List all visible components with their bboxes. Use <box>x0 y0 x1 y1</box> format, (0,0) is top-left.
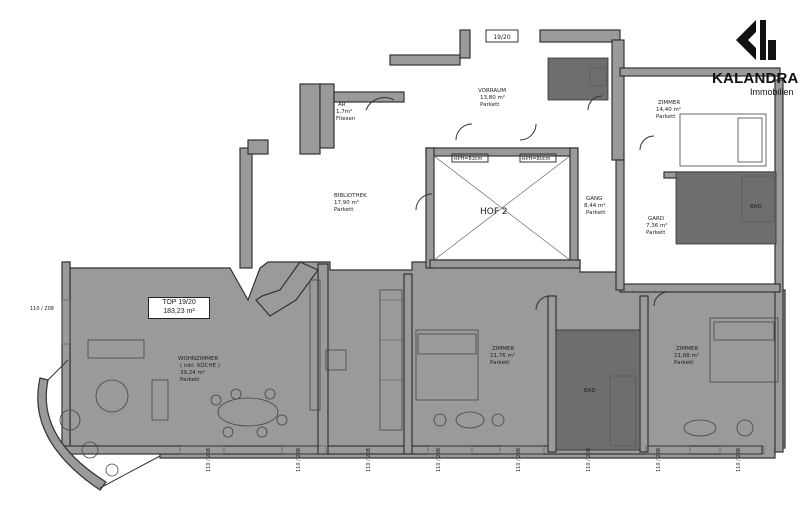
door-rph-1: RPH=83cm <box>454 156 483 162</box>
wc-tiles <box>547 57 609 101</box>
windows <box>61 299 765 455</box>
room-area-ar: 1,7m² <box>336 108 352 115</box>
room-area-zimmer3: 21,88 m² <box>674 352 699 359</box>
room-area-zimmer2: 21,76 m² <box>490 352 515 359</box>
room-name-zimmer3: ZIMMER <box>676 346 698 352</box>
room-area-gard: 7,36 m² <box>646 222 668 229</box>
hof-label: HOF 2 <box>480 207 508 217</box>
bed-zimmer3 <box>709 317 779 383</box>
room-floor-zimmer3: Parkett <box>674 360 694 366</box>
room-name-ar: AR <box>338 102 346 108</box>
window-dim-6: 110 / 208 <box>656 448 662 472</box>
dining-table <box>217 397 279 427</box>
room-area-wohnzimmer: 39,24 m² <box>180 369 205 376</box>
window-dim-5: 110 / 208 <box>586 448 592 472</box>
brand-name: KALANDRA <box>712 70 799 87</box>
room-floor-zimmer1: Parkett <box>656 114 676 120</box>
brand-sub: Immobilien <box>750 87 794 97</box>
room-name-bad2: BAD <box>584 388 596 394</box>
room-name-wohnzimmer: WOHNZIMMER <box>178 356 218 362</box>
room-name-gang: GANG <box>586 196 602 202</box>
hof-cross <box>433 155 571 261</box>
room-area-bibliothek: 17,90 m² <box>334 199 359 206</box>
window-dim-7: 110 / 208 <box>736 448 742 472</box>
unit-area: 183,23 m² <box>163 308 195 315</box>
window-dim-3: 110 / 208 <box>436 448 442 472</box>
unit-label: TOP 19/20 <box>162 299 196 306</box>
stair-label: 19/20 <box>493 34 510 41</box>
room-sub-wohnzimmer: ( inkl. KÜCHE ) <box>180 362 220 369</box>
room-labels: VORRAUM 13,80 m² Parkett AR 1,7m² Fliese… <box>178 88 762 394</box>
window-dim-4: 110 / 208 <box>516 448 522 472</box>
room-floor-bibliothek: Parkett <box>334 207 354 213</box>
room-floor-gang: Parkett <box>586 210 606 216</box>
bed-zimmer2 <box>415 329 479 401</box>
bath2-tiles <box>555 329 641 451</box>
room-floor-zimmer2: Parkett <box>490 360 510 366</box>
window-dim-1: 110 / 208 <box>296 448 302 472</box>
room-area-zimmer1: 14,40 m² <box>656 106 681 113</box>
kalandra-logo-mark <box>736 20 776 60</box>
window-dim-0: 110 / 208 <box>206 448 212 472</box>
room-name-zimmer2: ZIMMER <box>492 346 514 352</box>
room-name-bad1: BAD <box>750 204 762 210</box>
room-name-bibliothek: BIBLIOTHEK <box>334 193 367 199</box>
room-floor-wohnzimmer: Parkett <box>180 377 200 383</box>
window-dim-2: 110 / 208 <box>366 448 372 472</box>
stair-box <box>485 29 519 43</box>
bed-zimmer1 <box>679 113 767 167</box>
door-swings <box>365 95 669 311</box>
bath1-tiles <box>675 171 777 245</box>
room-name-zimmer1: ZIMMER <box>658 100 680 106</box>
door-rph-2: RPH=80cm <box>522 156 551 162</box>
outer-walls <box>61 29 786 459</box>
room-name-vorraum: VORRAUM <box>478 88 506 94</box>
room-floor-vorraum: Parkett <box>480 102 500 108</box>
room-area-gang: 8,44 m² <box>584 202 606 209</box>
room-area-vorraum: 13,80 m² <box>480 94 505 101</box>
bay-window <box>37 359 161 491</box>
unit-summary: TOP 19/20 183,23 m² <box>148 297 210 319</box>
room-name-gard: GARD <box>648 216 664 222</box>
kalandra-logo: KALANDRA Immobilien <box>712 14 798 104</box>
room-floor-gard: Parkett <box>646 230 666 236</box>
window-dim-8: 110 / 208 <box>30 306 54 312</box>
room-floor-ar: Fliesen <box>336 116 356 122</box>
